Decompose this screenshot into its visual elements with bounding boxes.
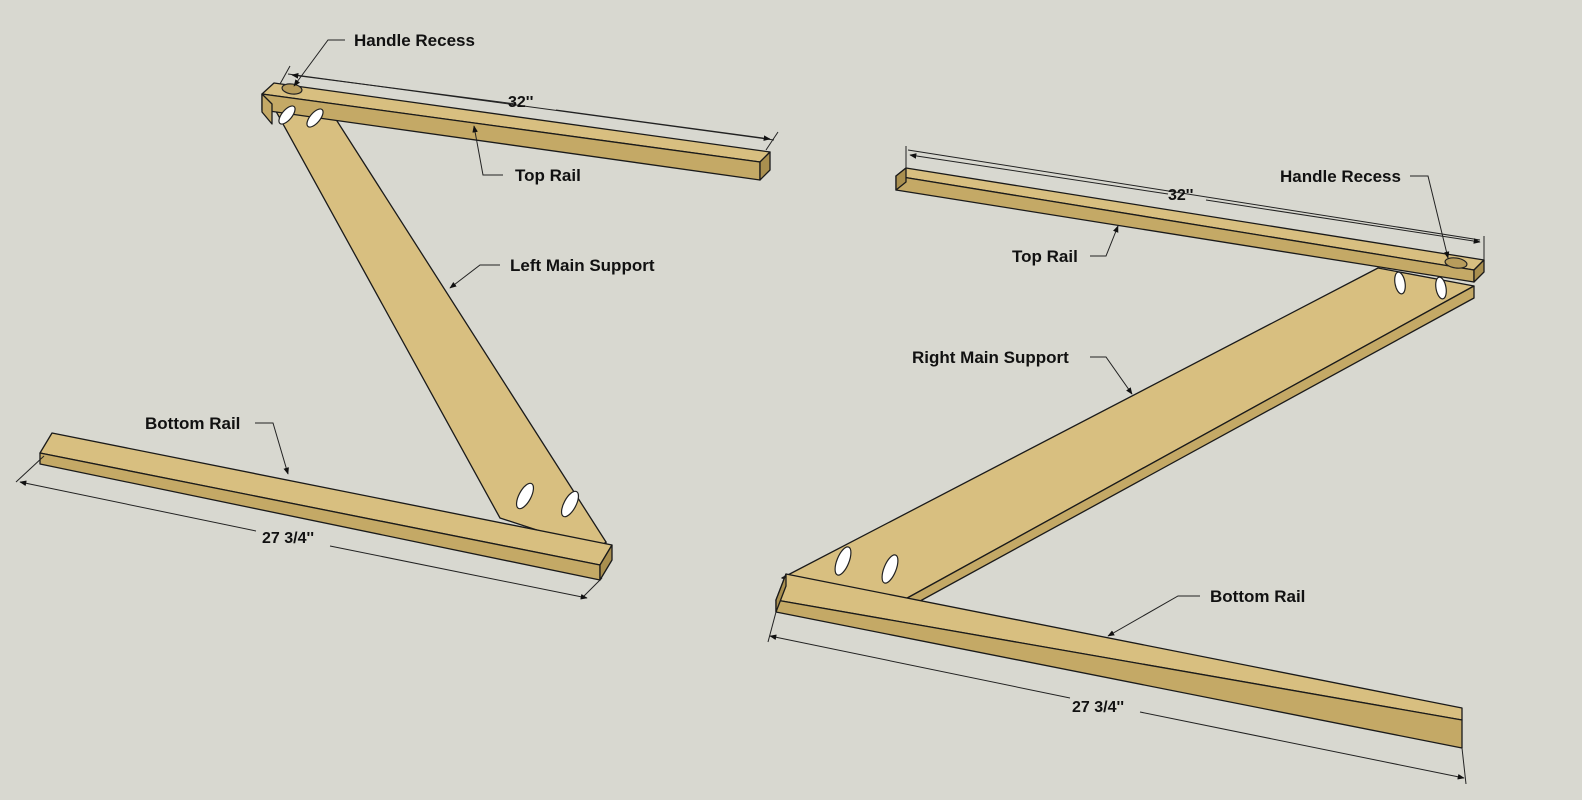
- left-support-top-hole-1: [278, 105, 296, 125]
- left-top-rail-dimension: 32'': [279, 65, 779, 151]
- left-bottom-rail-dimension: 27 3/4'': [15, 455, 603, 600]
- right-assembly: 32'' 27 3/4'' Handle Recess Top Rail Rig…: [767, 146, 1485, 785]
- right-support-upper-hole-2: [1435, 276, 1447, 300]
- right-top-rail-label: Top Rail: [1012, 247, 1078, 266]
- right-handle-recess-hole: [1444, 257, 1468, 269]
- left-top-rail-label: Top Rail: [515, 166, 581, 185]
- left-handle-recess-label: Handle Recess: [354, 31, 475, 50]
- left-bottom-rail-label: Bottom Rail: [145, 414, 240, 433]
- right-top-rail: [895, 167, 1485, 283]
- left-main-support-label: Left Main Support: [510, 256, 655, 275]
- right-main-support: [781, 267, 1475, 613]
- left-bottom-rail-length: 27 3/4'': [262, 530, 314, 547]
- left-top-rail: [261, 82, 771, 181]
- left-top-rail-length: 32'': [508, 94, 533, 111]
- right-support-lower-hole-1: [834, 546, 852, 576]
- right-top-rail-dimension: 32'': [905, 146, 1485, 260]
- right-handle-recess-label: Handle Recess: [1280, 167, 1401, 186]
- right-main-support-label: Right Main Support: [912, 348, 1069, 367]
- right-support-upper-hole-1: [1394, 271, 1406, 295]
- right-support-lower-hole-2: [881, 554, 899, 584]
- left-support-top-hole-2: [306, 108, 324, 128]
- left-support-bottom-hole-2: [560, 490, 580, 518]
- left-assembly: 32'' 27 3/4'' Handle Recess Top Rail Lef…: [15, 31, 779, 600]
- left-support-bottom-hole-1: [515, 482, 535, 510]
- right-bottom-rail-label: Bottom Rail: [1210, 587, 1305, 606]
- right-bottom-rail-length: 27 3/4'': [1072, 699, 1124, 716]
- right-top-rail-length: 32'': [1168, 187, 1193, 204]
- right-bottom-rail: [775, 573, 1463, 749]
- right-bottom-rail-dimension: 27 3/4'': [767, 611, 1467, 785]
